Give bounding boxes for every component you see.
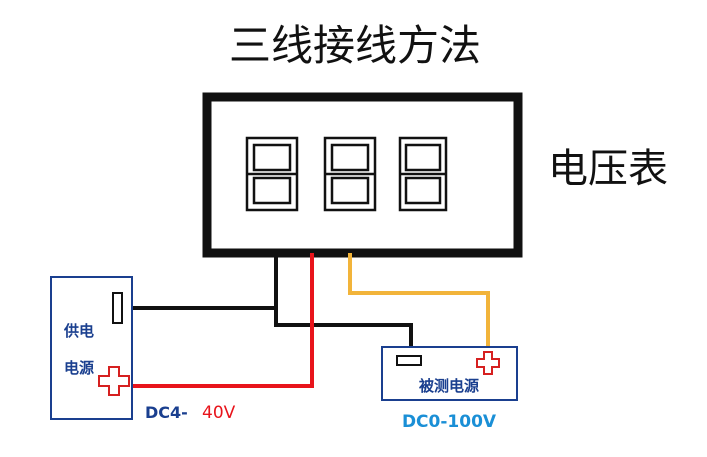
supply-range-prefix: DC4- bbox=[145, 403, 188, 422]
black-wire-supply bbox=[130, 253, 278, 310]
voltmeter-label: 电压表 bbox=[548, 146, 668, 192]
minus-terminal-icon bbox=[112, 292, 123, 324]
power-supply-label-1: 供电 bbox=[63, 322, 94, 340]
black-wire-measured bbox=[274, 308, 413, 352]
yellow-wire bbox=[348, 253, 490, 352]
red-wire bbox=[133, 253, 314, 388]
measured-source-label: 被测电源 bbox=[419, 377, 479, 395]
digit-1 bbox=[245, 136, 299, 212]
plus-terminal-icon bbox=[98, 366, 130, 396]
measured-range: DC0-100V bbox=[402, 412, 497, 432]
digit-3 bbox=[398, 136, 448, 212]
supply-range-value: 40V bbox=[202, 403, 236, 423]
power-supply-label-2: 电源 bbox=[64, 359, 94, 377]
plus-terminal-icon bbox=[476, 351, 500, 375]
diagram-title: 三线接线方法 bbox=[229, 21, 481, 70]
digit-2 bbox=[323, 136, 377, 212]
seven-segment-display bbox=[245, 136, 448, 212]
minus-terminal-icon bbox=[396, 355, 422, 366]
